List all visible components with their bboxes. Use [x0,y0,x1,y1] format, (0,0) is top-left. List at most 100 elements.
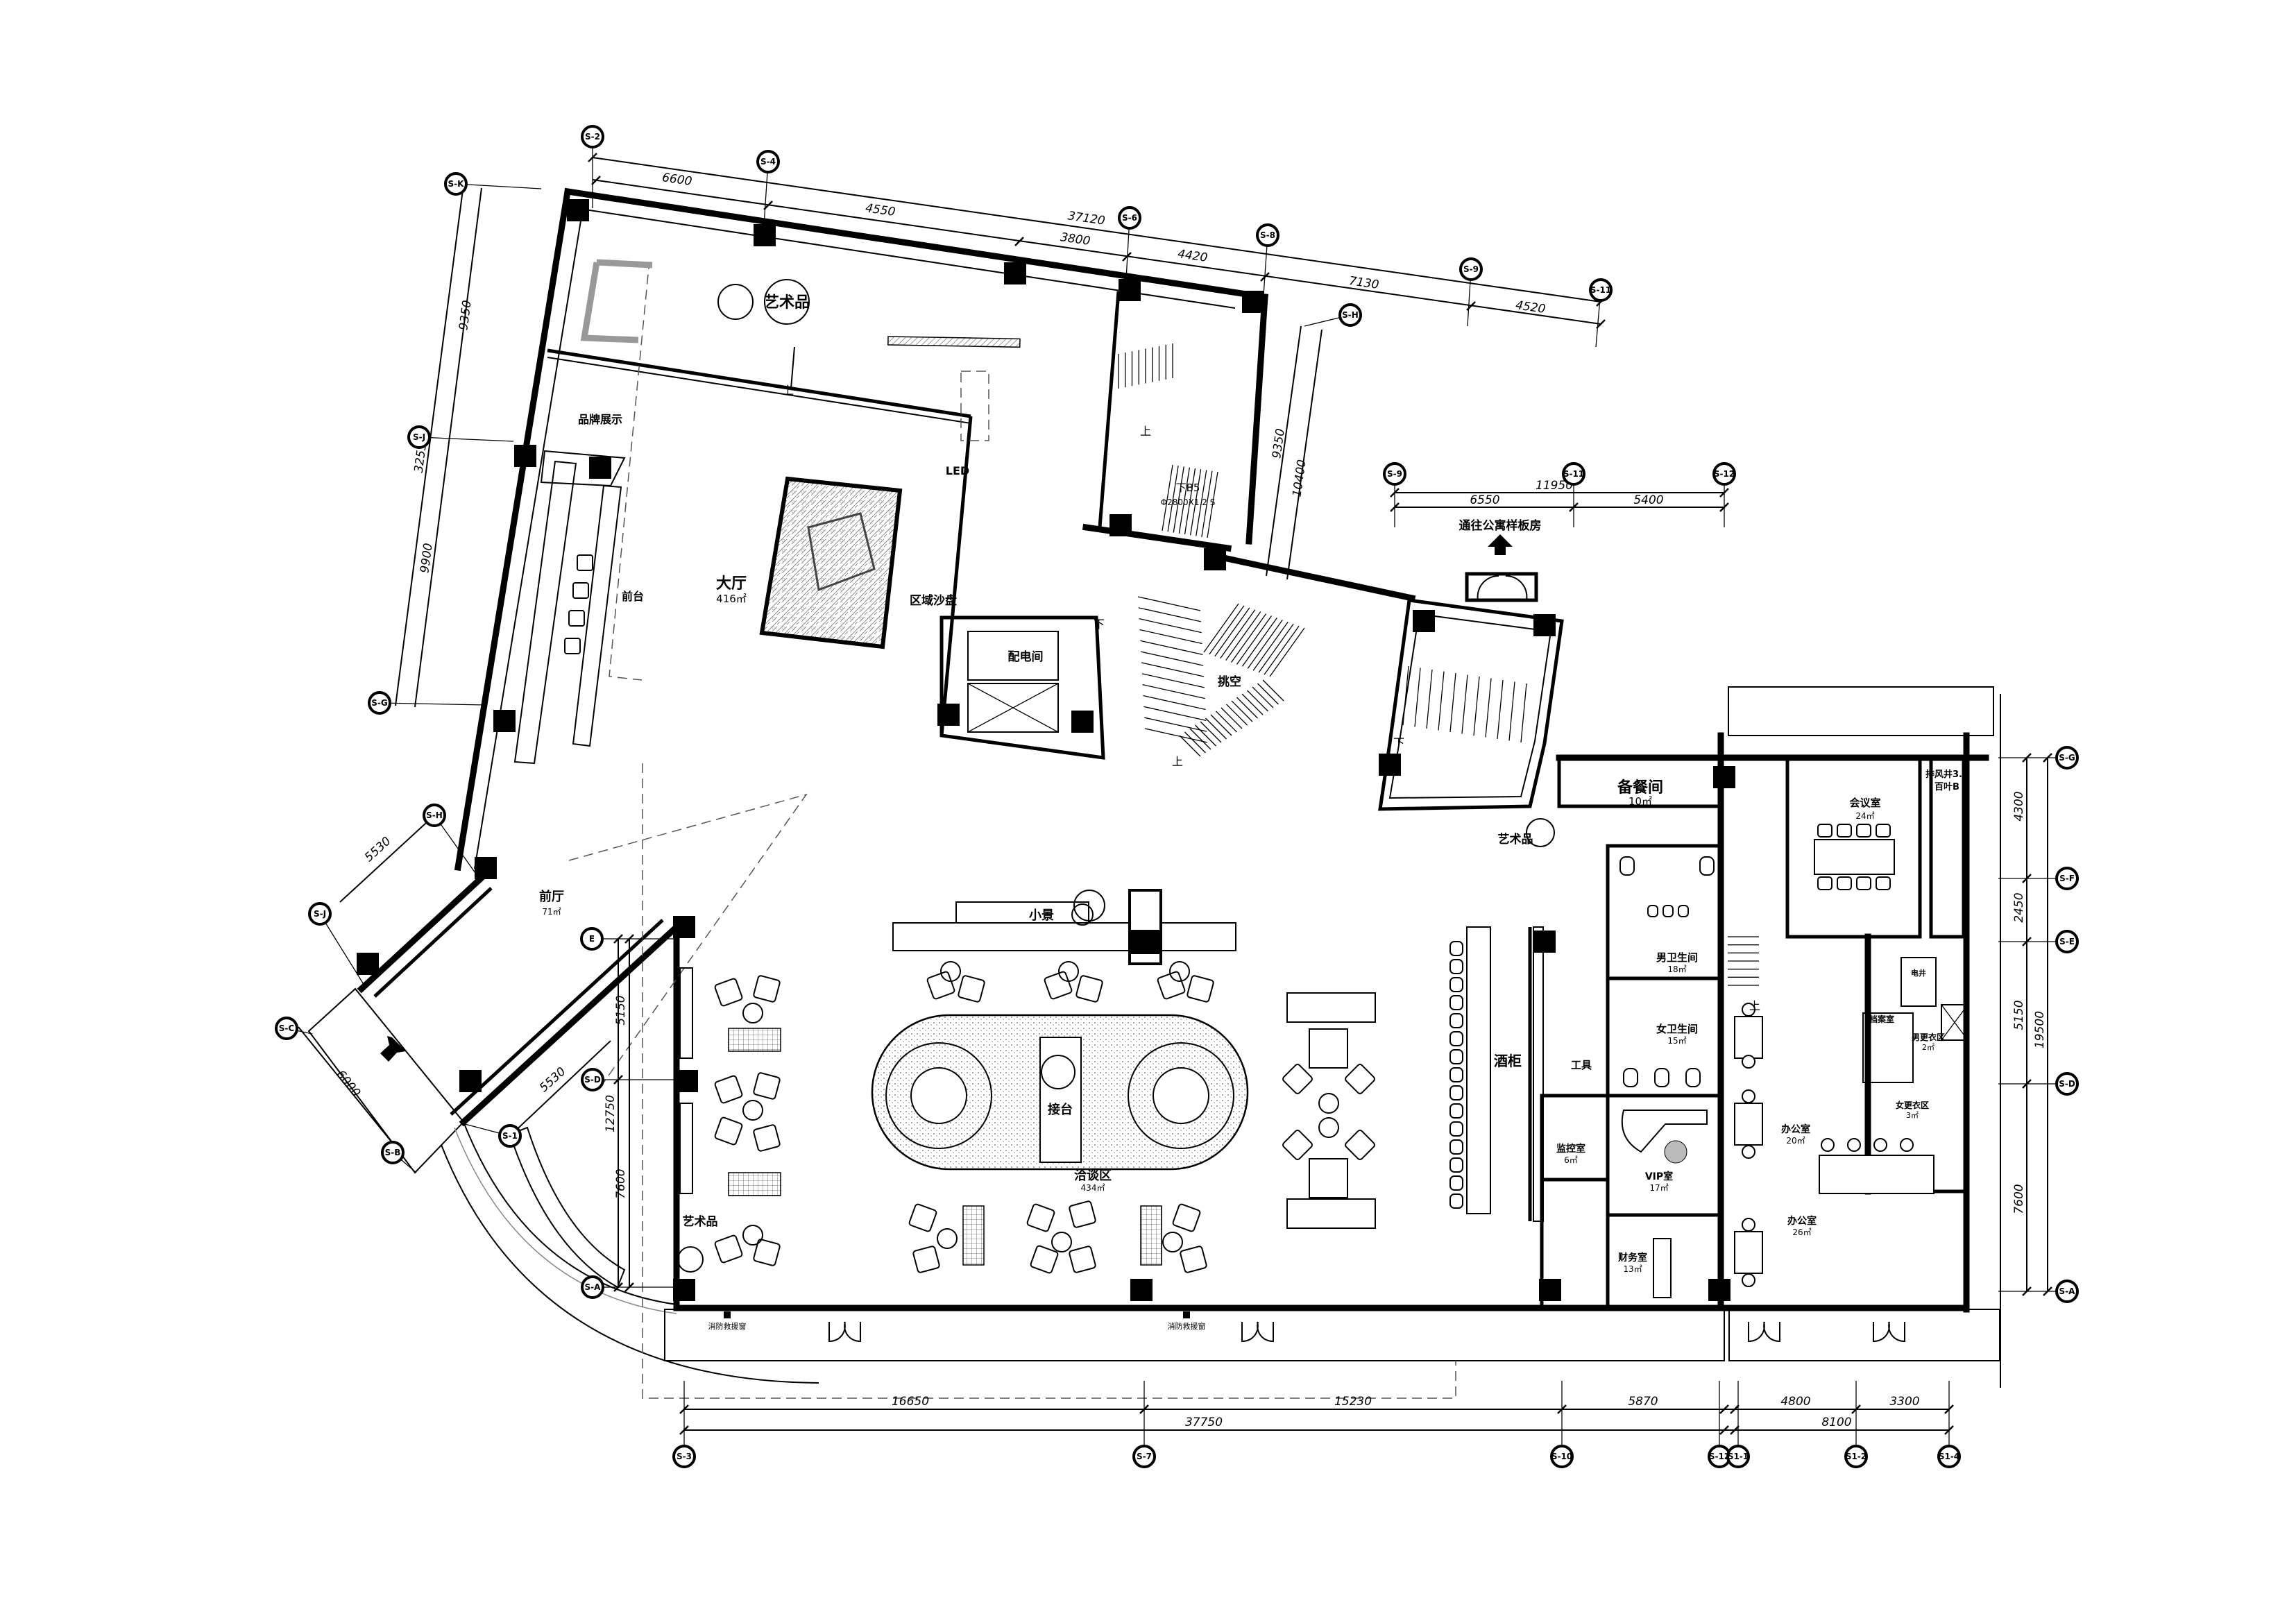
label-scenery: 小景 [1029,908,1054,923]
axis-bubble [407,425,431,449]
stair-tread-faint [1141,673,1205,688]
label-office-2: 办公室 [1787,1215,1817,1227]
axis-bubble [275,1017,298,1040]
structural-column [754,224,776,246]
structural-column [1413,610,1435,632]
axis-label: S-C [279,1023,295,1033]
stair-tread [1179,735,1201,757]
side-table [937,1228,958,1249]
lounge-chair [958,975,985,1003]
dim-text: 5530 [362,834,394,865]
label-art-top: 艺术品 [764,294,810,312]
counter-island [1039,1037,1082,1163]
chairs [714,824,1914,1287]
axis-label: S1-1 [1728,1452,1749,1461]
axis-label: S-9 [1463,264,1479,274]
area-office-1: 20㎡ [1786,1136,1805,1146]
lounge-chair [753,1124,781,1152]
stair-box-west-wall [1098,291,1121,528]
foyer-south-glass [450,919,664,1116]
elevator-cross [967,683,1059,733]
label-down: 下 [1094,618,1105,631]
label-lobby: 大厅 [716,575,747,593]
stair-tread [1402,665,1409,726]
bar-stool [1449,1121,1463,1137]
foyer-south-wall [459,922,681,1127]
dim-text: 3800 [1060,230,1091,248]
axis-line [763,161,769,237]
dimension-texts: 37120 6600 4550 3800 4420 7130 4520 9350… [334,171,2047,1429]
office-chair [1742,1003,1755,1017]
axis-label: S-K [448,179,465,189]
axis-bubble [1118,206,1141,230]
curved-canopy [441,1144,819,1384]
grid-table [962,1205,985,1266]
axis-line [455,183,542,189]
axis-label: S-10 [1551,1452,1572,1461]
structural-column [673,916,695,938]
meeting-chair [1856,876,1871,890]
area-office-2: 26㎡ [1792,1227,1811,1237]
meeting-chair [1876,824,1891,838]
label-lounge: 洽谈区 [1074,1168,1112,1183]
power-room [967,631,1059,681]
lounge-chair [1069,1246,1096,1273]
exhaust-shaft [1929,756,1966,939]
structural-columns [357,199,1735,1301]
lounge-chair [714,1075,743,1104]
axis-bubble [2055,930,2079,953]
label-up: 上 [1140,425,1151,438]
label-reception: 前台 [622,590,644,603]
axis-label: S-12 [1714,469,1735,479]
axis-label: S-1 [502,1131,518,1141]
structural-column [493,710,516,732]
stair-tread-faint [1140,640,1203,655]
scenery-counter [892,922,1236,951]
axis-bubble [581,1068,604,1091]
label-stair-spec: Φ2800X1.2 S [1161,498,1216,507]
label-pantry: 备餐间 [1617,779,1663,797]
west-inner-wall [474,207,584,869]
reception-back-counter [513,460,577,765]
dim-text: 5870 [1628,1395,1658,1409]
lounge-chair [714,1234,743,1264]
lounge-chair [1187,975,1214,1003]
axis-label: S-G [371,698,387,708]
label-led: LED [946,464,969,477]
dim-text: 37120 [1067,209,1106,228]
label-monitor: 监控室 [1556,1143,1585,1155]
lounge-chair [1069,1200,1096,1228]
round-table-left [910,1067,967,1124]
area-pantry: 10㎡ [1629,795,1652,808]
bar-stool [1449,959,1463,974]
stair-tread [1205,717,1227,740]
bar-stool [1449,1193,1463,1209]
dim-text: 7600 [2012,1184,2026,1214]
axis-label: S-J [314,909,326,919]
axis-bubble [580,927,604,951]
axis-line [1125,217,1130,292]
meeting-table [1814,839,1895,875]
finance-desk [1653,1238,1672,1298]
round-sofa-right [1128,1042,1234,1149]
stair-tread-faint [1142,684,1205,699]
label-archive: 档案室 [1869,1014,1894,1024]
structural-column [1708,1279,1730,1301]
area-mens-wc: 18㎡ [1667,965,1686,974]
dim-line-top [592,179,1601,325]
axis-bubble [581,1275,604,1299]
office-chair [1847,1138,1861,1152]
label-vip: VIP室 [1645,1171,1673,1182]
stair-tread [1262,679,1284,702]
axis-label: S-2 [585,132,600,142]
label-wine-cabinet: 酒柜 [1494,1053,1522,1069]
stair-tread [1247,690,1268,712]
axis-label: S-D [584,1075,601,1085]
lounge-chair [1282,1064,1313,1094]
structural-column [1713,766,1735,788]
dim-text: 4420 [1177,247,1209,265]
art-partition [887,336,1021,348]
dim-line-foyer [509,1040,611,1137]
grid-table [728,1028,781,1052]
dim-text: 15230 [1334,1395,1372,1409]
